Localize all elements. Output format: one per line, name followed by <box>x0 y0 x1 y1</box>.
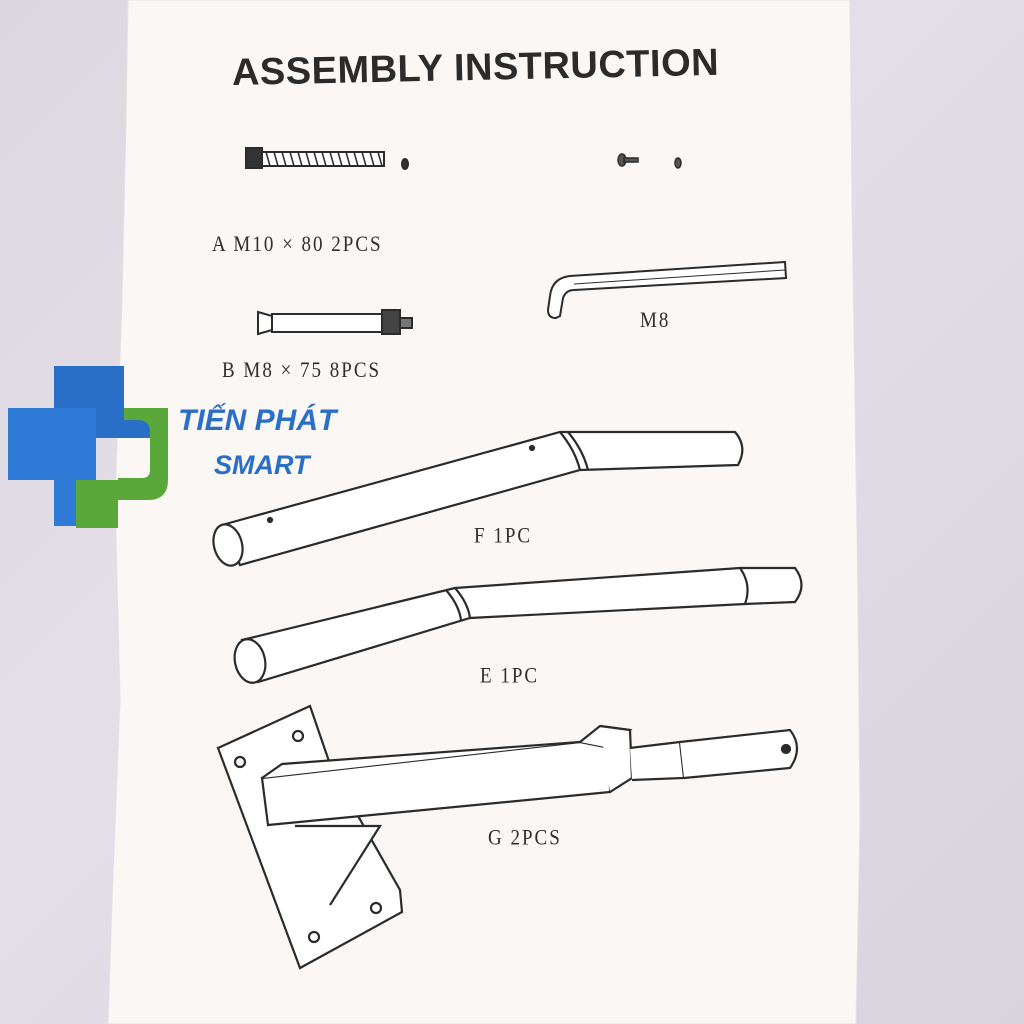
hex-key-label: M8 <box>640 308 671 333</box>
brand-name-line2: SMART <box>214 450 310 480</box>
part-e-label: E 1PC <box>480 664 540 689</box>
paper-sheet <box>107 0 861 1024</box>
part-b-anchor-drawing <box>257 309 413 336</box>
part-a-bolt-drawing <box>245 147 409 170</box>
part-a-label: A M10 × 80 2PCS <box>212 232 383 257</box>
part-f-tube-drawing <box>212 430 744 567</box>
small-screw-drawing <box>617 153 682 169</box>
hex-key-drawing <box>546 260 788 320</box>
brand-name-line1: TIẾN PHÁT <box>178 404 337 437</box>
part-f-label: F 1PC <box>474 524 533 549</box>
brand-logo <box>8 366 168 528</box>
part-g-bracket-drawing <box>216 704 799 970</box>
part-b-label: B M8 × 75 8PCS <box>222 358 382 383</box>
part-g-label: G 2PCS <box>488 826 562 851</box>
part-e-tube-drawing <box>233 566 803 684</box>
